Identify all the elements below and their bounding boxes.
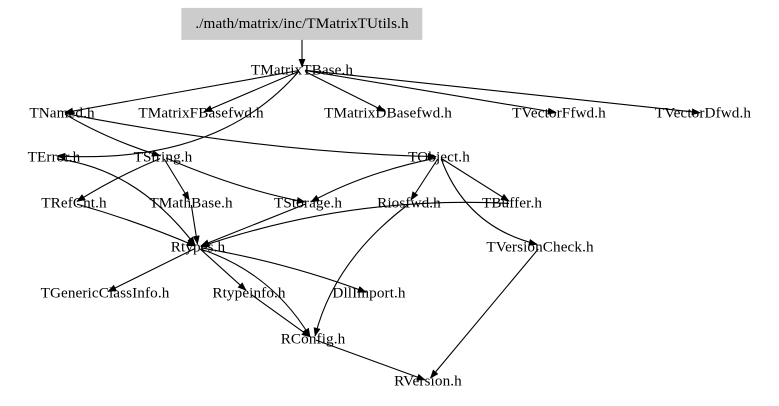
graph-node-rtypes[interactable]: Rtypes.h — [170, 238, 226, 256]
edge-riosfwd-to-rconfig — [313, 204, 408, 337]
graph-node-trefcnt[interactable]: TRefCnt.h — [41, 194, 107, 212]
graph-node-rtypeinfo[interactable]: Rtypeinfo.h — [212, 284, 286, 302]
graph-node-tvectordfwd[interactable]: TVectorDfwd.h — [654, 104, 752, 122]
graph-node-tgenericclassinfo[interactable]: TGenericClassInfo.h — [40, 284, 170, 302]
graph-node-tstring[interactable]: TString.h — [133, 148, 193, 166]
graph-node-rconfig[interactable]: RConfig.h — [280, 330, 346, 348]
edge-tbuffer-to-rtypes — [200, 201, 510, 248]
graph-node-tversioncheck[interactable]: TVersionCheck.h — [486, 238, 594, 256]
graph-node-tmathbase[interactable]: TMathBase.h — [149, 194, 233, 212]
root-node[interactable]: ./math/matrix/inc/TMatrixTUtils.h — [181, 7, 423, 41]
graph-node-tmatrixdbasefwd[interactable]: TMatrixDBasefwd.h — [324, 104, 452, 122]
graph-node-terror[interactable]: TError.h — [27, 148, 81, 166]
graph-node-tnamed[interactable]: TNamed.h — [29, 104, 95, 122]
graph-node-dllimport[interactable]: DllImport.h — [332, 284, 406, 302]
graph-node-tmatrixfbasefwd[interactable]: TMatrixFBasefwd.h — [138, 104, 264, 122]
graph-node-riosfwd[interactable]: Riosfwd.h — [377, 194, 441, 212]
graph-node-tobject[interactable]: TObject.h — [408, 148, 470, 166]
graph-node-tstorage[interactable]: TStorage.h — [273, 194, 343, 212]
graph-node-tmatrixtbase[interactable]: TMatrixTBase.h — [250, 61, 354, 79]
graph-node-rversion[interactable]: RVersion.h — [394, 372, 462, 390]
graph-node-tvectorffwd[interactable]: TVectorFfwd.h — [512, 104, 606, 122]
edge-tversioncheck-to-rversion — [429, 248, 539, 379]
graph-node-tbuffer[interactable]: TBuffer.h — [481, 194, 543, 212]
